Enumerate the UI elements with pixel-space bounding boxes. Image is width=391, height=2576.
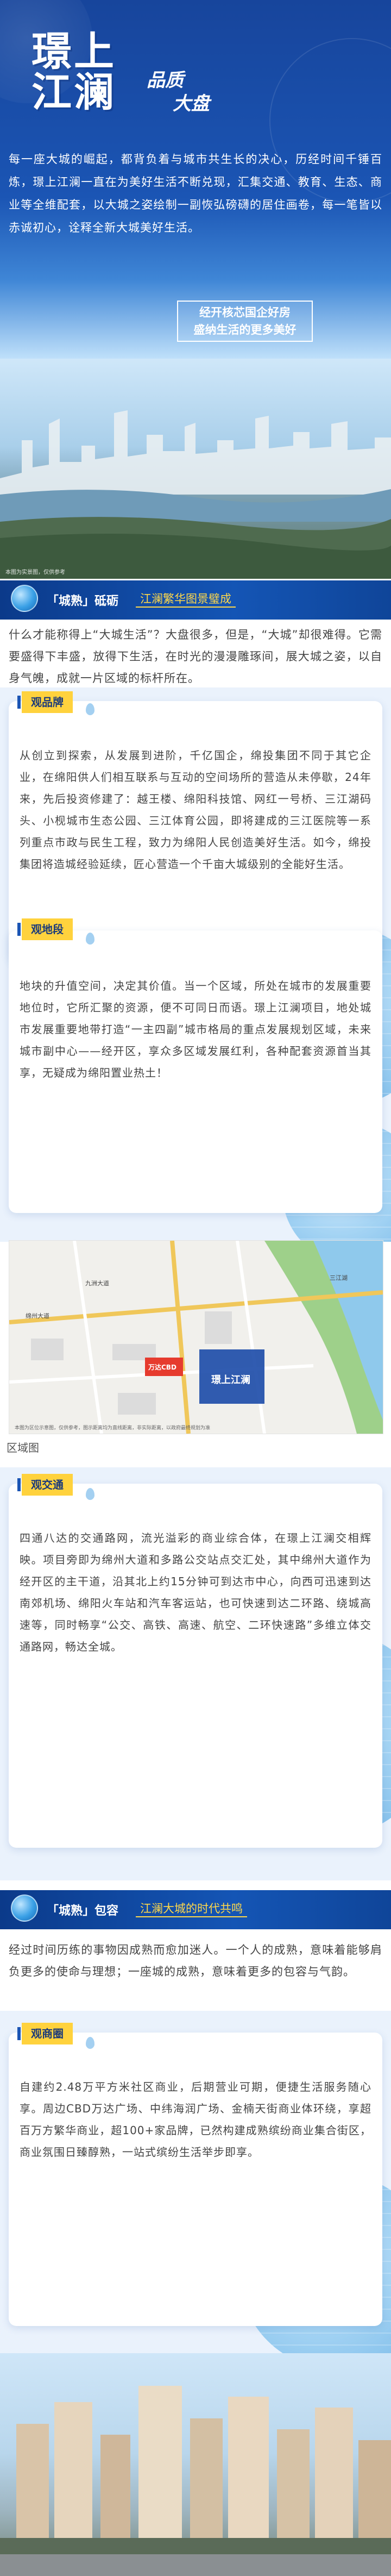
hero-section: 璟上 江澜 品质 大盘 每一座大城的崛起，都背负着与城市共生长的决心，历经时间千…	[0, 0, 391, 359]
water-drop-icon	[86, 703, 94, 715]
globe-icon	[11, 585, 38, 612]
map-label-project: 璟上江澜	[211, 1374, 250, 1386]
brand-tag: 观品牌	[17, 691, 73, 713]
map-road-label: 绵州大道	[26, 1312, 49, 1320]
hero-intro: 每一座大城的崛起，都背负着与城市共生长的决心，历经时间千锤百炼，璟上江澜一直在为…	[9, 153, 382, 234]
city-buildings-photo	[0, 2353, 391, 2576]
slogan-line-2: 盛纳生活的更多美好	[193, 323, 297, 336]
city-skyline-illustration	[0, 410, 391, 579]
section-banner-1: 「城熟」砥砺 江澜繁华图景璧成	[0, 580, 391, 620]
section1-intro: 什么才能称得上“大城生活”？大盘很多，但是，“大城”却很难得。它需要盛得下丰盛，…	[9, 628, 382, 685]
region-caption: 区域图	[7, 1441, 39, 1454]
location-text: 地块的升值空间，决定其价值。当一个区域，所处在城市的发展重要地位时，它所汇聚的资…	[20, 979, 371, 1079]
buildings-illustration	[0, 2386, 391, 2576]
hero-title: 璟上 江澜	[31, 28, 116, 116]
location-tag: 观地段	[17, 918, 73, 940]
city-river-photo: 本图为实景图，仅供参考	[0, 359, 391, 579]
slogan-line-1: 经开核芯国企好房	[199, 306, 291, 319]
section2-intro: 经过时间历练的事物因成熟而愈加迷人。一个人的成熟，意味着能够肩负更多的使命与理想…	[9, 1943, 382, 1978]
hero-subtitle-large: 大盘	[173, 93, 210, 115]
traffic-tag: 观交通	[17, 1474, 73, 1496]
map-label-cbd: 万达CBD	[148, 1364, 176, 1371]
location-map: 万达CBD 璟上江澜 绵州大道 九洲大道 三江湖 本图为区位示意图，仅供参考，图…	[9, 1240, 383, 1434]
photo-caption: 本图为实景图，仅供参考	[5, 570, 65, 576]
map-road-label: 九洲大道	[85, 1280, 109, 1287]
map-water-label: 三江湖	[330, 1274, 348, 1281]
section-title: 「城熟」砥砺	[47, 595, 119, 608]
hero-subtitle-quality: 品质	[147, 70, 184, 91]
water-drop-icon	[86, 933, 94, 945]
traffic-text: 四通八达的交通路网，流光溢彩的商业综合体，在璟上江澜交相辉映。项目旁即为绵州大道…	[20, 1531, 371, 1653]
slogan-box: 经开核芯国企好房 盛纳生活的更多美好	[177, 301, 313, 342]
brand-text: 从创立到探索，从发展到进阶，千亿国企，绵投集团不同于其它企业，在绵阳供人们相互联…	[20, 749, 371, 871]
traffic-card: 四通八达的交通路网，流光溢彩的商业综合体，在璟上江澜交相辉映。项目旁即为绵州大道…	[9, 1484, 382, 1848]
globe-icon	[11, 1895, 38, 1922]
location-card: 地块的升值空间，决定其价值。当一个区域，所处在城市的发展重要地位时，它所汇聚的资…	[9, 930, 382, 1213]
commerce-tag: 观商圈	[17, 2023, 73, 2044]
map-caption: 本图为区位示意图，仅供参考，图示距离均为直线距离，非实际距离，以政府最终规划为准	[15, 1425, 211, 1431]
brand-card: 从创立到探索，从发展到进阶，千亿国企，绵投集团不同于其它企业，在绵阳供人们相互联…	[9, 701, 382, 962]
map-illustration	[9, 1241, 383, 1434]
water-drop-icon	[86, 1488, 94, 1500]
water-drop-icon	[86, 2037, 94, 2049]
section-subtitle: 江澜大城的时代共鸣	[136, 1901, 247, 1917]
section-banner-2: 「城熟」包容 江澜大城的时代共鸣	[0, 1890, 391, 1929]
section-subtitle: 江澜繁华图景璧成	[136, 591, 236, 608]
section-title: 「城熟」包容	[47, 1904, 119, 1918]
commerce-card: 自建约2.48万平方米社区商业，后期营业可期，便捷生活服务随心享。周边CBD万达…	[9, 2033, 382, 2326]
commerce-text: 自建约2.48万平方米社区商业，后期营业可期，便捷生活服务随心享。周边CBD万达…	[20, 2080, 371, 2159]
